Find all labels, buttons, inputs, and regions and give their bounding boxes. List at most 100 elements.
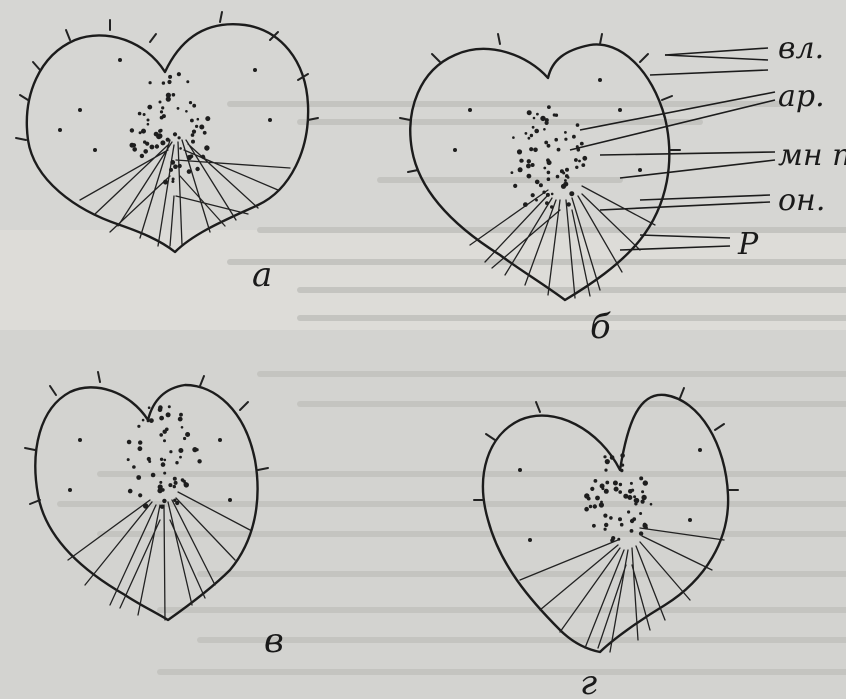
stipple-dot xyxy=(138,446,143,451)
stipple-dot xyxy=(613,481,618,486)
stipple-dot xyxy=(161,462,166,467)
stipple-dot xyxy=(528,137,531,140)
stipple-dot xyxy=(185,110,188,113)
stipple-dot xyxy=(544,141,548,145)
stipple-dot xyxy=(604,528,607,531)
figure-letter-a: a xyxy=(252,255,272,295)
stipple-dot xyxy=(550,205,553,208)
stipple-dot xyxy=(201,126,204,129)
stipple-dot xyxy=(618,517,622,521)
stipple-dot xyxy=(593,504,597,508)
stipple-dot xyxy=(143,503,148,508)
stipple-dot xyxy=(567,176,570,179)
stipple-dot xyxy=(166,412,171,417)
stipple-dot xyxy=(168,483,172,487)
figure-letter-c: в xyxy=(264,621,284,661)
stipple-dot xyxy=(167,80,171,84)
stipple-dot xyxy=(618,490,622,494)
stipple-dot xyxy=(179,456,182,459)
stipple-dot xyxy=(148,460,151,463)
stipple-dot xyxy=(576,123,580,127)
stipple-dot xyxy=(633,495,636,498)
stipple-dot xyxy=(535,180,540,185)
stipple-dot xyxy=(650,503,653,506)
stipple-dot xyxy=(130,128,134,132)
figure-letter-b: б xyxy=(590,307,611,347)
stipple-dot xyxy=(604,489,609,494)
stipple-dot xyxy=(172,93,176,97)
stipple-dot xyxy=(169,450,172,453)
stipple-dot xyxy=(195,167,199,171)
stipple-dot xyxy=(547,177,551,181)
stipple-dot xyxy=(553,113,556,116)
stipple-dot xyxy=(578,160,581,163)
stipple-dot xyxy=(564,138,567,141)
stipple-dot xyxy=(177,107,180,110)
label-mnp: мн п. xyxy=(778,138,846,173)
stipple-dot xyxy=(175,461,178,464)
stipple-dot xyxy=(160,116,164,120)
stipple-dot xyxy=(159,416,164,421)
stipple-dot xyxy=(551,193,554,196)
stipple-dot xyxy=(594,479,598,483)
stipple-dot xyxy=(614,487,619,492)
stipple-dot xyxy=(228,498,232,502)
stipple-dot xyxy=(542,191,545,194)
stipple-dot xyxy=(562,172,565,175)
stipple-dot xyxy=(190,154,194,158)
stipple-dot xyxy=(184,482,189,487)
stipple-dot xyxy=(185,432,190,437)
stipple-dot xyxy=(178,417,183,422)
stipple-dot xyxy=(173,477,177,481)
stipple-dot xyxy=(173,499,176,502)
stipple-dot xyxy=(525,132,528,135)
stipple-dot xyxy=(189,101,192,104)
stipple-dot xyxy=(639,512,642,515)
stipple-dot xyxy=(546,158,550,162)
stipple-dot xyxy=(609,516,613,520)
stipple-dot xyxy=(554,138,558,142)
stipple-dot xyxy=(163,180,168,185)
stipple-dot xyxy=(545,201,549,205)
stipple-dot xyxy=(150,145,155,150)
stipple-dot xyxy=(170,160,175,165)
stipple-dot xyxy=(557,148,561,152)
stipple-dot xyxy=(519,159,523,163)
stipple-dot xyxy=(643,480,648,485)
stipple-dot xyxy=(688,518,692,522)
stipple-dot xyxy=(645,526,648,529)
stipple-dot xyxy=(151,473,156,478)
stipple-dot xyxy=(698,448,702,452)
stipple-dot xyxy=(569,191,574,196)
stipple-dot xyxy=(545,118,549,122)
stipple-dot xyxy=(197,118,200,121)
stipple-dot xyxy=(530,134,533,137)
stipple-dot xyxy=(617,538,620,541)
stipple-dot xyxy=(173,485,176,488)
stipple-dot xyxy=(202,156,205,159)
stipple-dot xyxy=(641,490,644,493)
stipple-dot xyxy=(529,147,533,151)
stipple-dot xyxy=(605,459,610,464)
stipple-dot xyxy=(641,495,646,500)
stipple-dot xyxy=(166,138,170,142)
stipple-dot xyxy=(598,78,602,82)
stipple-dot xyxy=(592,524,596,528)
stipple-dot xyxy=(547,105,551,109)
stipple-dot xyxy=(567,202,571,206)
stipple-dot xyxy=(203,131,207,135)
stipple-dot xyxy=(536,113,539,116)
stipple-dot xyxy=(179,413,183,417)
stipple-dot xyxy=(638,168,642,172)
stipple-dot xyxy=(93,148,97,152)
stipple-dot xyxy=(627,510,630,513)
stipple-dot xyxy=(136,475,141,480)
stipple-dot xyxy=(138,112,142,116)
stipple-dot xyxy=(187,169,192,174)
stipple-dot xyxy=(582,156,587,161)
stipple-dot xyxy=(147,105,152,110)
stipple-dot xyxy=(584,507,589,512)
stipple-dot xyxy=(118,58,122,62)
stipple-dot xyxy=(531,163,535,167)
